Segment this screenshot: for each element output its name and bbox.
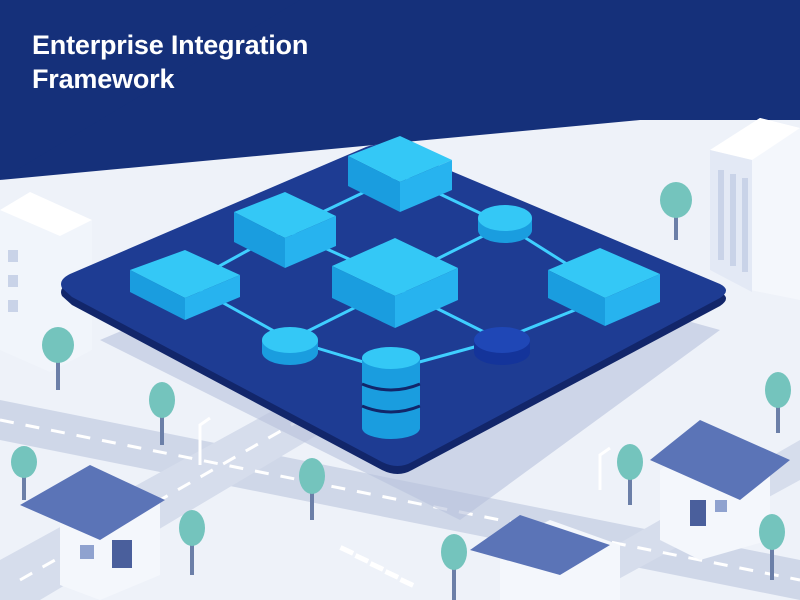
module-block-icon bbox=[332, 238, 458, 328]
tree bbox=[660, 182, 692, 240]
tree bbox=[11, 446, 37, 500]
house-bottom-center bbox=[470, 515, 620, 600]
module-block-icon bbox=[548, 248, 660, 326]
sky-wedge bbox=[0, 0, 800, 180]
tree bbox=[759, 514, 785, 580]
office-building-right bbox=[710, 118, 800, 300]
tree bbox=[441, 534, 467, 600]
tree bbox=[617, 444, 643, 505]
node-disc-icon-dark bbox=[474, 327, 530, 365]
page-title: Enterprise Integration Framework bbox=[32, 28, 308, 96]
node-disc-icon bbox=[478, 205, 532, 243]
tree bbox=[299, 458, 325, 520]
tree bbox=[765, 372, 791, 433]
tree bbox=[179, 510, 205, 575]
street-lamps bbox=[198, 416, 611, 490]
tree bbox=[149, 382, 175, 445]
house-right bbox=[650, 420, 790, 560]
house-bottom-left bbox=[20, 465, 165, 600]
module-block-icon bbox=[348, 136, 452, 212]
crosswalk bbox=[339, 545, 415, 588]
office-building-left bbox=[0, 192, 92, 372]
module-block-icon bbox=[130, 250, 240, 320]
tree bbox=[42, 327, 74, 390]
module-block-icon bbox=[234, 192, 336, 268]
database-icon bbox=[361, 347, 421, 439]
title-line-1: Enterprise Integration bbox=[32, 30, 309, 60]
node-disc-icon bbox=[262, 327, 318, 365]
trees bbox=[11, 182, 791, 600]
title-line-2: Framework bbox=[32, 64, 175, 94]
